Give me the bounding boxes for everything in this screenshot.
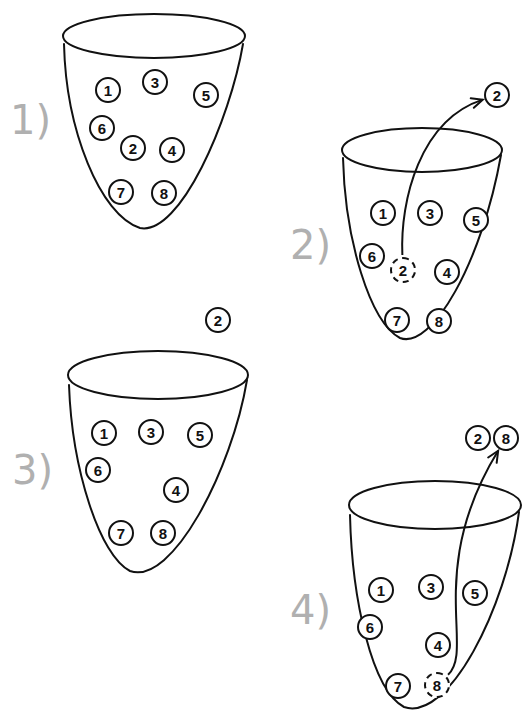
ball-number: 5	[202, 88, 210, 103]
numbered-ball: 5	[462, 580, 488, 606]
ball-number: 3	[151, 75, 159, 90]
numbered-ball: 8	[150, 520, 176, 546]
ball-number: 6	[368, 249, 376, 264]
numbered-ball: 6	[89, 115, 115, 141]
numbered-ball: 4	[159, 137, 185, 163]
numbered-ball: 8	[426, 308, 452, 334]
numbered-ball: 1	[95, 77, 121, 103]
ball-number: 1	[379, 206, 387, 221]
ball-number: 7	[394, 679, 402, 694]
ball-number: 4	[434, 638, 442, 653]
ball-number: 1	[100, 426, 108, 441]
ball-number: 1	[377, 583, 385, 598]
ball-number: 6	[366, 620, 374, 635]
numbered-ball: 5	[187, 422, 213, 448]
ball-number: 8	[159, 526, 167, 541]
ball-number: 6	[94, 463, 102, 478]
arrow-head	[471, 98, 483, 108]
arrow-line	[448, 451, 498, 675]
numbered-ball: 2	[390, 257, 416, 283]
ball-number: 8	[502, 431, 510, 446]
numbered-ball: 5	[463, 207, 489, 233]
arrow-head	[488, 451, 498, 463]
step-label: 4)	[290, 590, 331, 630]
numbered-ball: 6	[359, 243, 385, 269]
step-label: 2)	[290, 225, 331, 265]
bag-rim	[68, 351, 248, 399]
numbered-ball: 5	[193, 82, 219, 108]
numbered-ball: 2	[465, 425, 491, 451]
numbered-ball: 1	[370, 200, 396, 226]
ball-number: 2	[129, 141, 137, 156]
bag-rim	[342, 128, 502, 172]
ball-number: 8	[433, 678, 441, 693]
numbered-ball: 7	[108, 179, 134, 205]
ball-number: 5	[472, 213, 480, 228]
numbered-ball: 2	[205, 307, 231, 333]
ball-number: 4	[168, 143, 176, 158]
ball-number: 2	[493, 88, 501, 103]
ball-number: 7	[117, 185, 125, 200]
numbered-ball: 1	[368, 577, 394, 603]
ball-number: 3	[147, 425, 155, 440]
ball-number: 6	[98, 121, 106, 136]
bag-body	[69, 380, 247, 572]
numbered-ball: 2	[120, 135, 146, 161]
numbered-ball: 3	[138, 419, 164, 445]
ball-number: 7	[117, 526, 125, 541]
bag-rim	[349, 481, 521, 529]
ball-number: 2	[399, 263, 407, 278]
numbered-ball: 8	[424, 672, 450, 698]
ball-number: 4	[443, 265, 451, 280]
ball-number: 7	[393, 313, 401, 328]
numbered-ball: 4	[434, 259, 460, 285]
ball-number: 4	[172, 483, 180, 498]
numbered-ball: 7	[108, 520, 134, 546]
numbered-ball: 4	[163, 477, 189, 503]
numbered-ball: 6	[357, 614, 383, 640]
numbered-ball: 2	[484, 82, 510, 108]
step-label: 3)	[12, 450, 53, 490]
ball-number: 8	[160, 186, 168, 201]
numbered-ball: 6	[85, 457, 111, 483]
ball-number: 3	[427, 580, 435, 595]
numbered-ball: 3	[417, 200, 443, 226]
ball-number: 5	[196, 428, 204, 443]
numbered-ball: 7	[384, 307, 410, 333]
numbered-ball: 8	[151, 180, 177, 206]
bag-rim	[63, 14, 245, 58]
ball-number: 1	[104, 83, 112, 98]
ball-number: 5	[471, 586, 479, 601]
numbered-ball: 7	[385, 673, 411, 699]
ball-number: 8	[435, 314, 443, 329]
bag-body	[350, 512, 519, 708]
ball-number: 3	[426, 206, 434, 221]
numbered-ball: 1	[91, 420, 117, 446]
numbered-ball: 3	[142, 69, 168, 95]
draw-arrow	[448, 451, 498, 675]
ball-number: 2	[474, 431, 482, 446]
bag-body	[64, 44, 243, 228]
bag-body	[343, 155, 501, 339]
step-label: 1)	[10, 100, 51, 140]
numbered-ball: 8	[493, 425, 519, 451]
numbered-ball: 3	[418, 574, 444, 600]
numbered-ball: 4	[425, 632, 451, 658]
ball-number: 2	[214, 313, 222, 328]
